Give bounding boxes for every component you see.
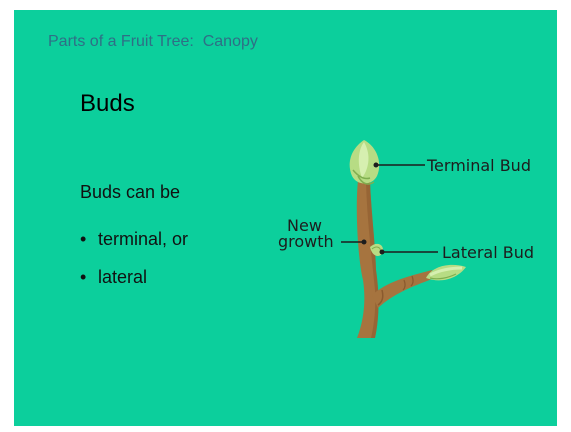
bullet-text-terminal: terminal, or (98, 230, 188, 248)
intro-text: Buds can be (80, 182, 180, 203)
bullet-dot: • (80, 268, 98, 286)
bullet-item-lateral: • lateral (80, 268, 188, 306)
branch-end-bud (426, 265, 466, 280)
terminal-bud-leader-dot (374, 163, 379, 168)
bullet-list: • terminal, or • lateral (80, 230, 188, 306)
new-growth-label-line2: growth (278, 232, 334, 251)
bullet-item-terminal: • terminal, or (80, 230, 188, 268)
slide-title: Buds (80, 90, 135, 118)
new-growth-leader-dot (362, 240, 367, 245)
slide-header: Parts of a Fruit Tree: Canopy (48, 33, 258, 51)
bullet-dot: • (80, 230, 98, 248)
bullet-text-lateral: lateral (98, 268, 147, 286)
lateral-bud-label: Lateral Bud (442, 243, 534, 262)
slide: Parts of a Fruit Tree: Canopy Buds Buds … (14, 10, 557, 426)
terminal-bud (350, 140, 380, 184)
terminal-bud-label: Terminal Bud (426, 156, 531, 175)
bud-diagram: Terminal Bud New growth Lateral Bud (254, 130, 557, 360)
lateral-bud-leader-dot (380, 250, 385, 255)
